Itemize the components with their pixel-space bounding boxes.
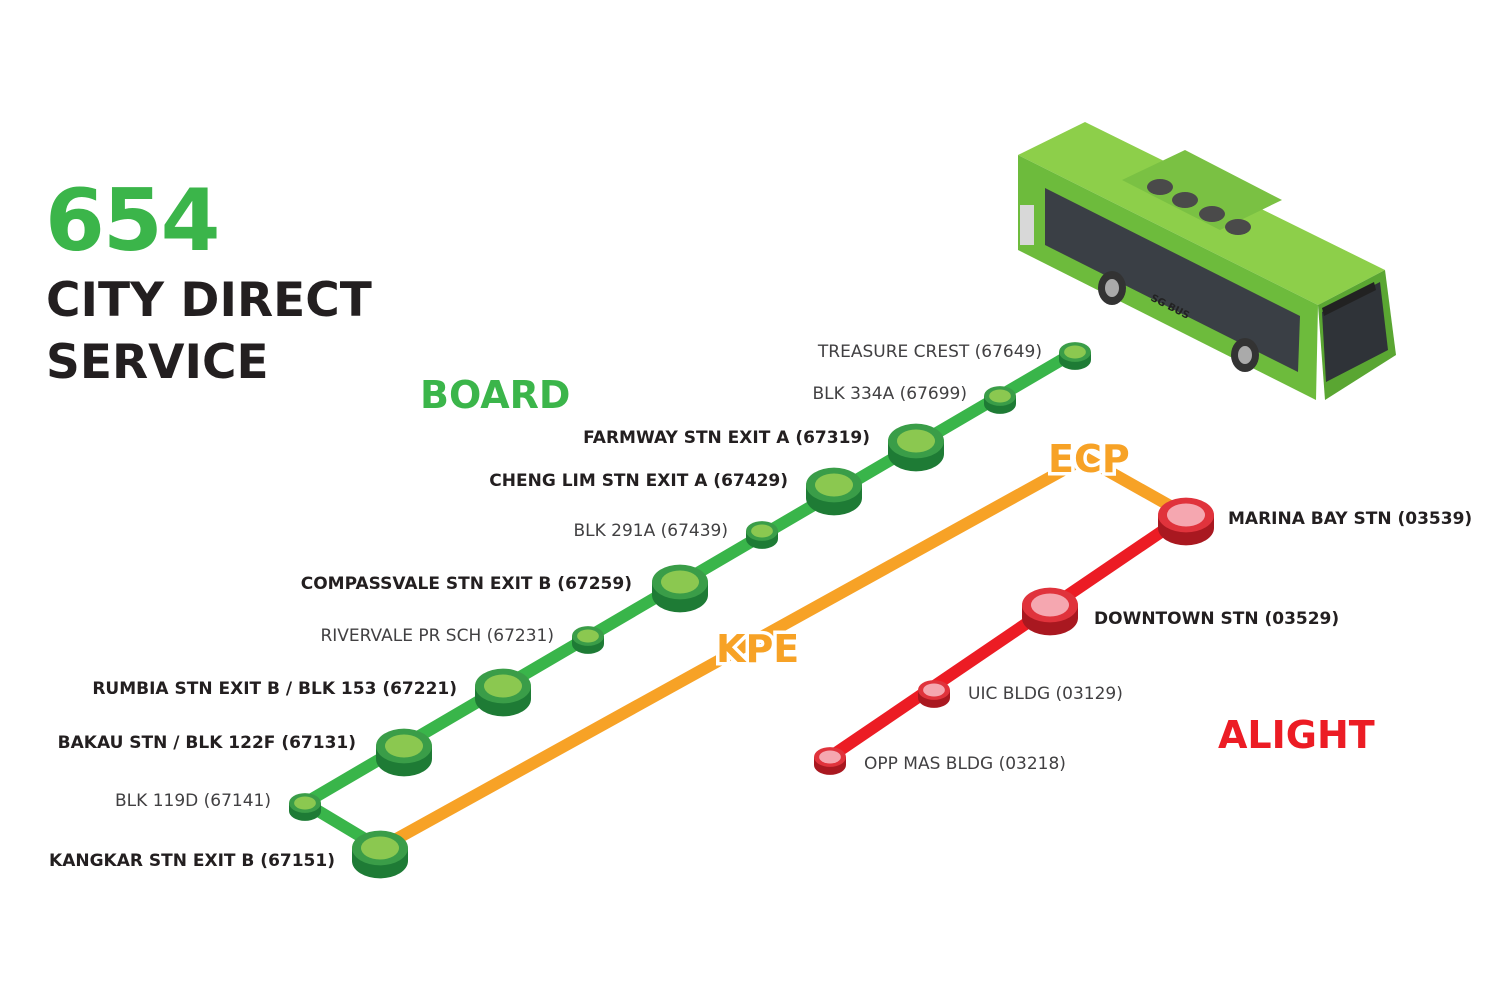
board-stop-label: RUMBIA STN EXIT B / BLK 153 (67221) bbox=[92, 679, 457, 699]
expressway-line bbox=[377, 452, 1191, 854]
bus-icon: SG BUS bbox=[1018, 122, 1396, 400]
board-stop-marker bbox=[1059, 342, 1091, 370]
board-stop-marker bbox=[984, 386, 1016, 414]
kpe-label: KPE bbox=[716, 627, 799, 671]
board-stop-marker bbox=[289, 793, 321, 821]
board-stop-marker bbox=[746, 521, 778, 549]
service-title-line1: CITY DIRECT bbox=[46, 273, 372, 328]
board-stop-label: RIVERVALE PR SCH (67231) bbox=[320, 626, 554, 646]
board-stop-label: BAKAU STN / BLK 122F (67131) bbox=[58, 733, 356, 753]
board-stop-marker bbox=[652, 564, 708, 613]
board-stop-label: BLK 334A (67699) bbox=[812, 384, 967, 404]
board-stop-marker bbox=[352, 830, 408, 879]
alight-stop-label: UIC BLDG (03129) bbox=[968, 684, 1123, 704]
alight-stop-marker bbox=[1158, 497, 1214, 546]
board-stop-label: BLK 291A (67439) bbox=[573, 521, 728, 541]
alight-stop-marker bbox=[918, 680, 950, 708]
alight-route-line bbox=[826, 510, 1190, 762]
board-stop-label: TREASURE CREST (67649) bbox=[817, 342, 1042, 362]
board-stop-marker bbox=[806, 467, 862, 516]
service-title-line2: SERVICE bbox=[46, 335, 269, 390]
board-heading: BOARD bbox=[420, 373, 570, 417]
alight-stop-markers: MARINA BAY STN (03539) DOWNTOWN STN (0352… bbox=[814, 497, 1472, 775]
board-stop-label: BLK 119D (67141) bbox=[115, 791, 271, 811]
board-stop-label: FARMWAY STN EXIT A (67319) bbox=[583, 428, 870, 448]
alight-stop-marker bbox=[814, 747, 846, 775]
service-number: 654 bbox=[45, 171, 219, 271]
board-stop-label: COMPASSVALE STN EXIT B (67259) bbox=[301, 574, 632, 594]
board-stop-markers: TREASURE CREST (67649) BLK 334A (67699) FA… bbox=[49, 342, 1091, 879]
board-stop-marker bbox=[376, 728, 432, 777]
alight-stop-marker bbox=[1022, 587, 1078, 636]
board-stop-marker bbox=[572, 626, 604, 654]
ecp-label: ECP bbox=[1048, 437, 1130, 481]
alight-stop-label: MARINA BAY STN (03539) bbox=[1228, 509, 1472, 529]
alight-heading: ALIGHT bbox=[1218, 713, 1375, 757]
board-stop-label: KANGKAR STN EXIT B (67151) bbox=[49, 851, 335, 871]
board-stop-marker bbox=[475, 668, 531, 717]
board-stop-marker bbox=[888, 423, 944, 472]
board-stop-label: CHENG LIM STN EXIT A (67429) bbox=[489, 471, 788, 491]
alight-stop-label: OPP MAS BLDG (03218) bbox=[864, 754, 1066, 774]
alight-stop-label: DOWNTOWN STN (03529) bbox=[1094, 609, 1339, 629]
